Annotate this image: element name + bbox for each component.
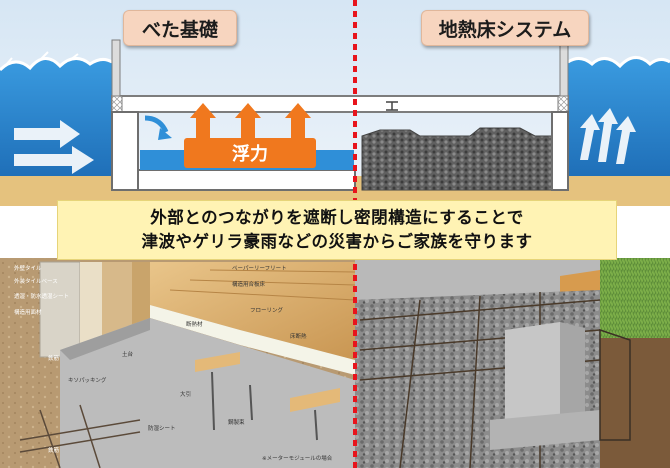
buoyancy-label-box (184, 138, 316, 168)
label-note: ※メーターモジュールの場合 (262, 454, 333, 462)
label-floor-board: 構造用合板床 (232, 280, 266, 288)
label-rebar-2: 鉄筋 (48, 446, 60, 454)
label-sill: 土台 (122, 350, 134, 358)
label-sheet: 防湿シート (148, 424, 176, 432)
left-cutaway: 外壁タイル 外装タイルベース 透湿・防水透湿シート 構造用面材 鉄筋 鉄筋 ペー… (0, 258, 356, 468)
wave-arrows-icon (14, 120, 94, 174)
label-panel: 構造用面材 (14, 308, 42, 316)
rising-water-arrows-icon (580, 108, 636, 164)
label-beam: 大引 (180, 390, 191, 398)
label-membrane: 透湿・防水透湿シート (14, 292, 69, 300)
house-section (111, 39, 569, 113)
title-geothermal-floor: 地熱床システム (421, 10, 589, 46)
title-slab-foundation: べた基礎 (123, 10, 237, 46)
geothermal-foundation (361, 101, 569, 191)
title-slab-foundation-text: べた基礎 (141, 18, 218, 41)
label-post: 鋼製束 (228, 418, 245, 426)
label-insulation-spec: 床断熱 (290, 332, 307, 340)
label-packing: キソパッキング (68, 376, 107, 384)
right-cutaway (355, 258, 670, 468)
banner-line-1: 外部とのつながりを遮断し密閉構造にすることで (150, 208, 524, 227)
left-sea (0, 51, 113, 176)
label-rebar-1: 鉄筋 (48, 354, 60, 362)
label-flooring: フローリング (250, 306, 284, 314)
water-intrusion-arrow-icon (144, 115, 169, 134)
title-geothermal-floor-text: 地熱床システム (438, 18, 572, 41)
buoyancy-label: 浮力 (232, 143, 268, 165)
banner-line-2: 津波やゲリラ豪雨などの災害からご家族を守ります (141, 232, 533, 251)
buoyancy-force: 浮力 (184, 103, 316, 168)
buoyancy-arrow-icon (285, 103, 311, 140)
label-insulation: 断熱材 (186, 320, 203, 328)
buoyancy-arrow-icon (190, 103, 216, 140)
right-sea (567, 56, 670, 176)
label-wall-tile: 外壁タイル (14, 264, 42, 272)
label-floor-finish: ペーパーリーフリート (232, 265, 287, 272)
beam-icon (386, 101, 398, 111)
message-banner: 外部とのつながりを遮断し密閉構造にすることで 津波やゲリラ豪雨などの災害からご家… (57, 200, 617, 260)
label-tile-base: 外装タイルベース (14, 277, 58, 285)
buoyancy-arrow-icon (235, 103, 261, 140)
